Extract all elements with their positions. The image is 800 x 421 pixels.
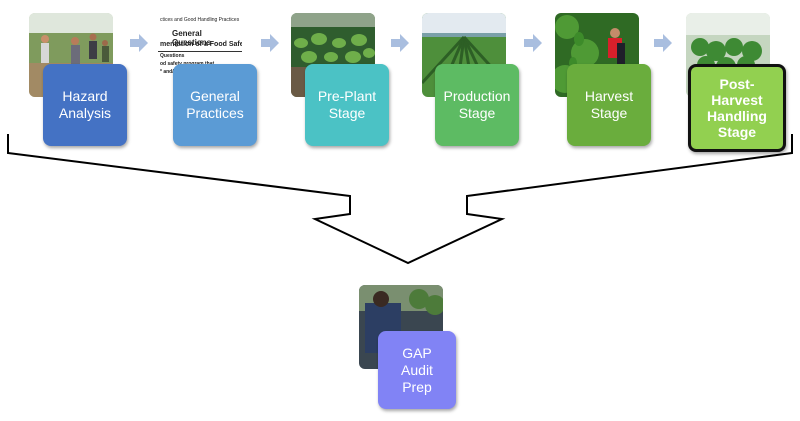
right-arrow-icon bbox=[524, 34, 542, 52]
stage-label: GAP Audit Prep bbox=[401, 344, 433, 395]
stage-label: General Practices bbox=[186, 88, 244, 121]
stage-box: Post- Harvest Handling Stage bbox=[688, 64, 786, 152]
document-column-header: Questions bbox=[160, 53, 185, 59]
stage-box: Production Stage bbox=[435, 64, 519, 146]
right-arrow-icon bbox=[130, 34, 148, 52]
stage-box: Pre-Plant Stage bbox=[305, 64, 389, 146]
stage-box: GAP Audit Prep bbox=[378, 331, 456, 409]
stage-box: Harvest Stage bbox=[567, 64, 651, 146]
stage-label: Pre-Plant Stage bbox=[317, 88, 377, 121]
document-subheading: mentation of a Food Safety Pro bbox=[160, 41, 242, 48]
stage-box: Hazard Analysis bbox=[43, 64, 127, 146]
document-rule bbox=[158, 51, 242, 52]
document-question: * and/or bbox=[160, 69, 179, 75]
right-arrow-icon bbox=[654, 34, 672, 52]
stage-box: General Practices bbox=[173, 64, 257, 146]
document-header: ctices and Good Handling Practices bbox=[160, 17, 240, 23]
funnel-line bbox=[7, 134, 793, 265]
stage-label: Post- Harvest Handling Stage bbox=[707, 76, 767, 140]
document-heading: General Questions bbox=[172, 29, 212, 47]
right-arrow-icon bbox=[391, 34, 409, 52]
stage-label: Hazard Analysis bbox=[58, 88, 112, 121]
stage-label: Production Stage bbox=[443, 88, 511, 121]
inspector-photo bbox=[359, 285, 443, 369]
right-arrow-icon bbox=[261, 34, 279, 52]
stage-label: Harvest Stage bbox=[584, 88, 634, 121]
